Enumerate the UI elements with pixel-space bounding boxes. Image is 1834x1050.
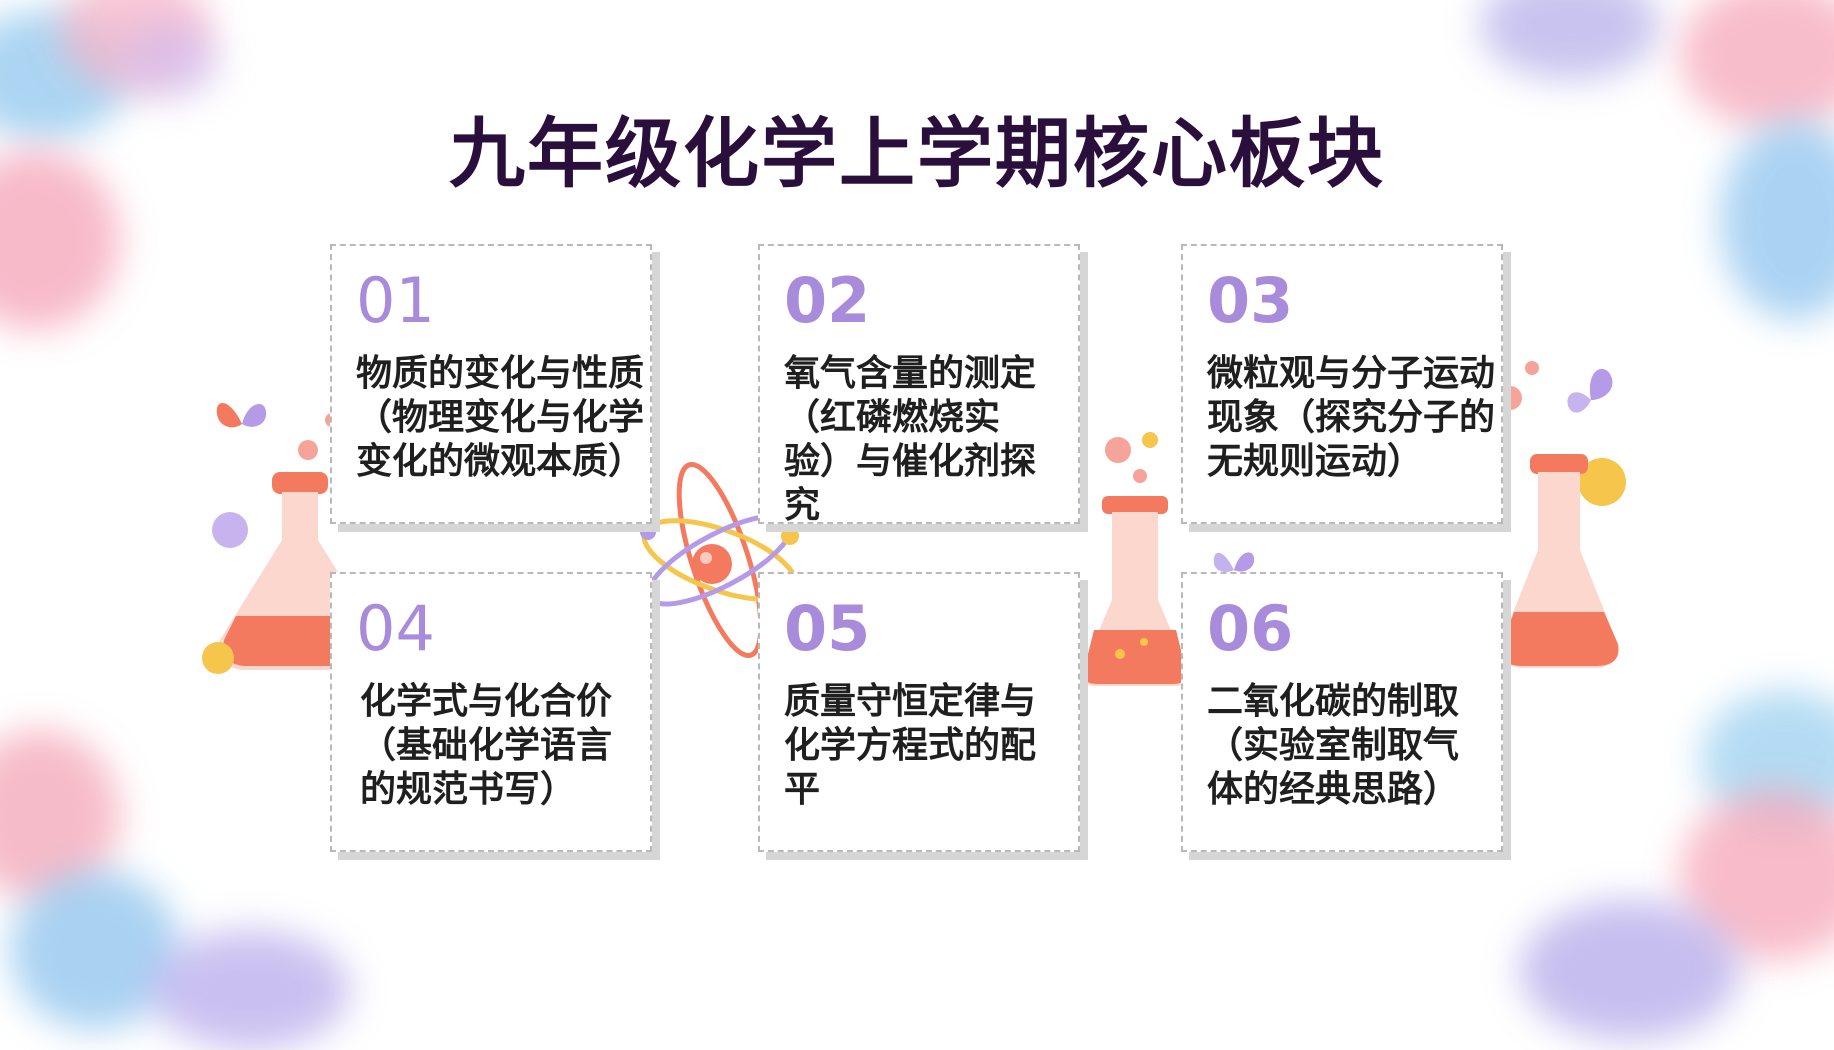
butterfly-left-icon: [216, 403, 267, 428]
card-text: 二氧化碳的制取（实验室制取气体的经典思路）: [1207, 681, 1460, 810]
topic-card-03: 03 微粒观与分子运动现象（探究分子的无规则运动）: [1181, 244, 1503, 524]
topic-card-05: 05 质量守恒定律与化学方程式的配平: [758, 572, 1080, 852]
card-number: 06: [1207, 592, 1294, 665]
card-number: 04: [356, 592, 435, 665]
card-number: 03: [1207, 264, 1294, 337]
watercolor-right-blue: [1720, 120, 1834, 320]
topic-card-01: 01 物质的变化与性质（物理变化与化学变化的微观本质）: [330, 244, 652, 524]
card-number: 01: [356, 264, 435, 337]
card-text: 物质的变化与性质（物理变化与化学变化的微观本质）: [356, 353, 645, 482]
butterfly-right-icon: [1567, 368, 1613, 413]
watercolor-top-right-purple: [1480, 0, 1660, 80]
card-text: 化学式与化合价（基础化学语言的规范书写）: [360, 681, 613, 810]
card-number: 05: [784, 592, 871, 665]
watercolor-bottom-left-purple: [150, 930, 350, 1050]
topic-card-04: 04 化学式与化合价（基础化学语言的规范书写）: [330, 572, 652, 852]
watercolor-bottom-right-purple: [1520, 900, 1740, 1040]
watercolor-top-left-purple: [120, 20, 220, 100]
page-title: 九年级化学上学期核心板块: [449, 109, 1385, 198]
card-text: 质量守恒定律与化学方程式的配平: [784, 681, 1037, 810]
card-number: 02: [784, 264, 871, 337]
flask-right-icon: [1498, 361, 1626, 668]
flask-middle-icon: [1081, 432, 1189, 686]
topic-card-02: 02 氧气含量的测定（红磷燃烧实验）与催化剂探究: [758, 244, 1080, 526]
butterfly-middle-icon: [1213, 552, 1255, 572]
card-text: 氧气含量的测定（红磷燃烧实验）与催化剂探究: [784, 353, 1037, 526]
card-text: 微粒观与分子运动现象（探究分子的无规则运动）: [1207, 353, 1496, 482]
topic-card-06: 06 二氧化碳的制取（实验室制取气体的经典思路）: [1181, 572, 1503, 852]
